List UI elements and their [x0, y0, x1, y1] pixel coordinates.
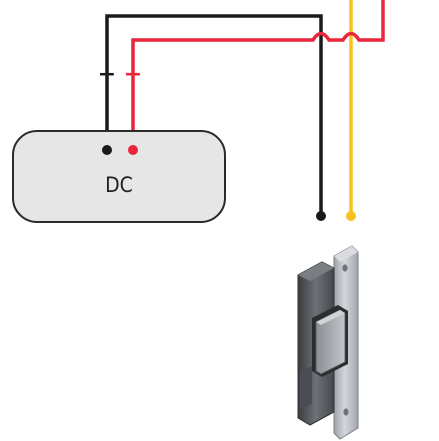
negative-wire	[105, 14, 323, 216]
strike-signal-terminal	[346, 211, 356, 221]
screw-hole-top	[342, 264, 348, 272]
power-supply-box	[12, 130, 226, 223]
positive-symbol: +	[124, 62, 142, 87]
negative-terminal	[102, 145, 112, 155]
strike-negative-terminal	[316, 211, 326, 221]
electric-door-strike-icon	[297, 245, 359, 440]
power-supply-label: DC	[105, 173, 133, 197]
positive-terminal	[128, 145, 138, 155]
positive-wire	[131, 0, 385, 150]
negative-symbol: −	[98, 62, 116, 87]
screw-hole-bottom	[343, 408, 349, 416]
dc-power-supply-icon: DC	[12, 130, 226, 223]
